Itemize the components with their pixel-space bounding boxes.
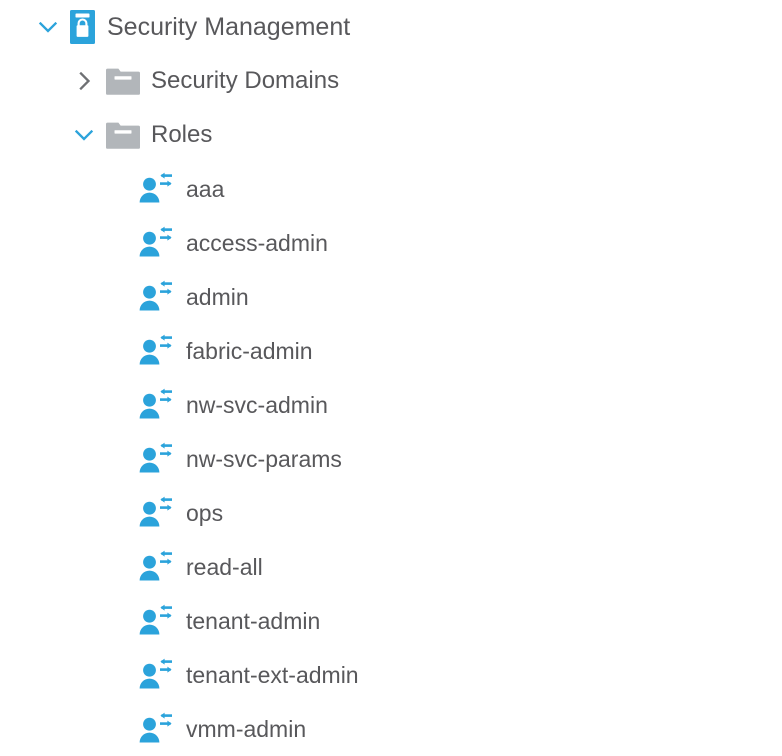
role-user-icon: [138, 496, 174, 530]
tree-node-security-domains[interactable]: Security Domains: [0, 54, 782, 108]
role-user-icon: [138, 172, 174, 206]
tree-leaf-fabric-admin[interactable]: fabric-admin: [0, 324, 782, 378]
tree-node-label: Roles: [151, 121, 213, 148]
role-user-icon: [138, 442, 174, 476]
role-user-icon: [138, 280, 174, 314]
tree-leaf-label: admin: [186, 283, 249, 310]
role-user-icon: [138, 712, 174, 746]
tree-node-roles[interactable]: Roles: [0, 108, 782, 162]
chevron-down-icon[interactable]: [36, 15, 60, 39]
tree-leaf-label: vmm-admin: [186, 715, 307, 742]
tree-leaf-label: nw-svc-admin: [186, 391, 328, 418]
tree-leaf-aaa[interactable]: aaa: [0, 162, 782, 216]
tree-leaf-label: ops: [186, 499, 224, 526]
tree-node-label: Security Domains: [151, 67, 340, 94]
role-user-icon: [138, 226, 174, 260]
tree-leaf-nw-svc-admin[interactable]: nw-svc-admin: [0, 378, 782, 432]
tree-leaf-label: fabric-admin: [186, 337, 313, 364]
tree-leaf-label: tenant-ext-admin: [186, 661, 359, 688]
tree-leaf-read-all[interactable]: read-all: [0, 540, 782, 594]
folder-icon: [106, 122, 140, 149]
role-user-icon: [138, 334, 174, 368]
role-user-icon: [138, 658, 174, 692]
tree-leaf-label: aaa: [186, 175, 225, 202]
role-user-icon: [138, 550, 174, 584]
lock-icon: [70, 10, 95, 44]
tree-leaf-label: nw-svc-params: [186, 445, 342, 472]
tree-leaf-vmm-admin[interactable]: vmm-admin: [0, 702, 782, 756]
tree-leaf-label: access-admin: [186, 229, 328, 256]
tree-leaf-ops[interactable]: ops: [0, 486, 782, 540]
tree-node-security-management[interactable]: Security Management: [0, 0, 782, 54]
chevron-down-icon[interactable]: [72, 123, 96, 147]
tree-leaf-nw-svc-params[interactable]: nw-svc-params: [0, 432, 782, 486]
tree-leaf-label: tenant-admin: [186, 607, 321, 634]
tree-leaf-admin[interactable]: admin: [0, 270, 782, 324]
role-user-icon: [138, 388, 174, 422]
role-user-icon: [138, 604, 174, 638]
folder-icon: [106, 68, 140, 95]
tree-node-label: Security Management: [107, 12, 351, 41]
tree-leaf-access-admin[interactable]: access-admin: [0, 216, 782, 270]
chevron-right-icon[interactable]: [72, 69, 96, 93]
tree-leaf-tenant-admin[interactable]: tenant-admin: [0, 594, 782, 648]
tree-leaf-label: read-all: [186, 553, 263, 580]
tree-leaf-tenant-ext-admin[interactable]: tenant-ext-admin: [0, 648, 782, 702]
